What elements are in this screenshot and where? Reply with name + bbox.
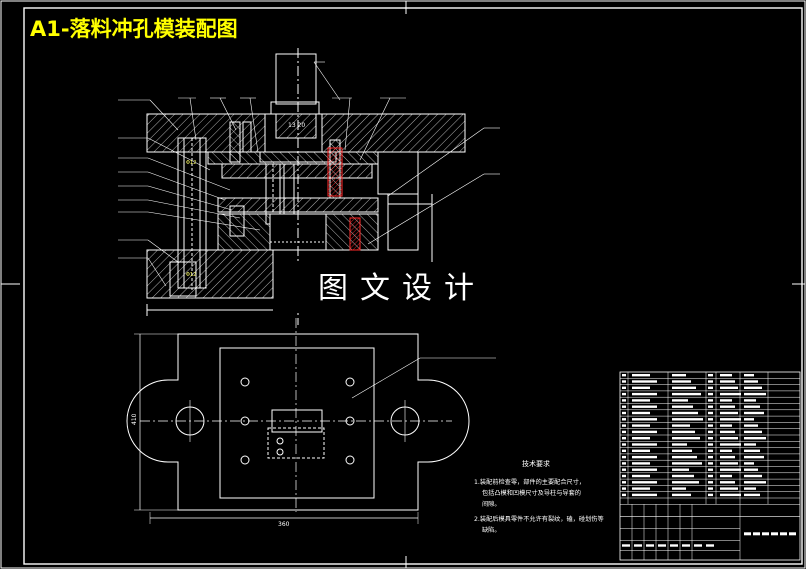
plan-width-dimension: 360 bbox=[278, 521, 290, 528]
svg-text:Φ12: Φ12 bbox=[186, 160, 196, 166]
tech-line-5: 缺陷。 bbox=[482, 526, 501, 534]
svg-text:Φ12: Φ12 bbox=[186, 272, 196, 278]
drawing-title: A1-落料冲孔模装配图 bbox=[30, 17, 238, 41]
tech-line-1: 1.装配前检查零，部件的主要配合尺寸， bbox=[474, 478, 585, 486]
section-leaders bbox=[118, 61, 500, 287]
tech-line-3: 间隙。 bbox=[482, 500, 501, 508]
stroke-dimension: 13 20 bbox=[288, 122, 305, 129]
watermark-backdrop bbox=[275, 262, 505, 312]
tech-heading: 技术要求 bbox=[522, 459, 550, 468]
plan-height-dimension: 410 bbox=[131, 413, 138, 425]
plan-view bbox=[126, 318, 496, 524]
parts-list-table bbox=[619, 371, 801, 561]
section-view: 13 20 bbox=[146, 48, 466, 325]
section-text-marks: Φ12 Φ12 bbox=[186, 160, 196, 278]
tech-line-2: 包括凸模和凹模尺寸及导柱与导套的 bbox=[482, 489, 581, 497]
watermark-text: 图文设计 bbox=[318, 271, 486, 306]
tech-requirements: 技术要求 1.装配前检查零，部件的主要配合尺寸， 包括凸模和凹模尺寸及导柱与导套… bbox=[474, 459, 604, 534]
tech-line-4: 2.装配后模具零件不允许有裂纹，磕，碰划伤等 bbox=[474, 515, 604, 523]
